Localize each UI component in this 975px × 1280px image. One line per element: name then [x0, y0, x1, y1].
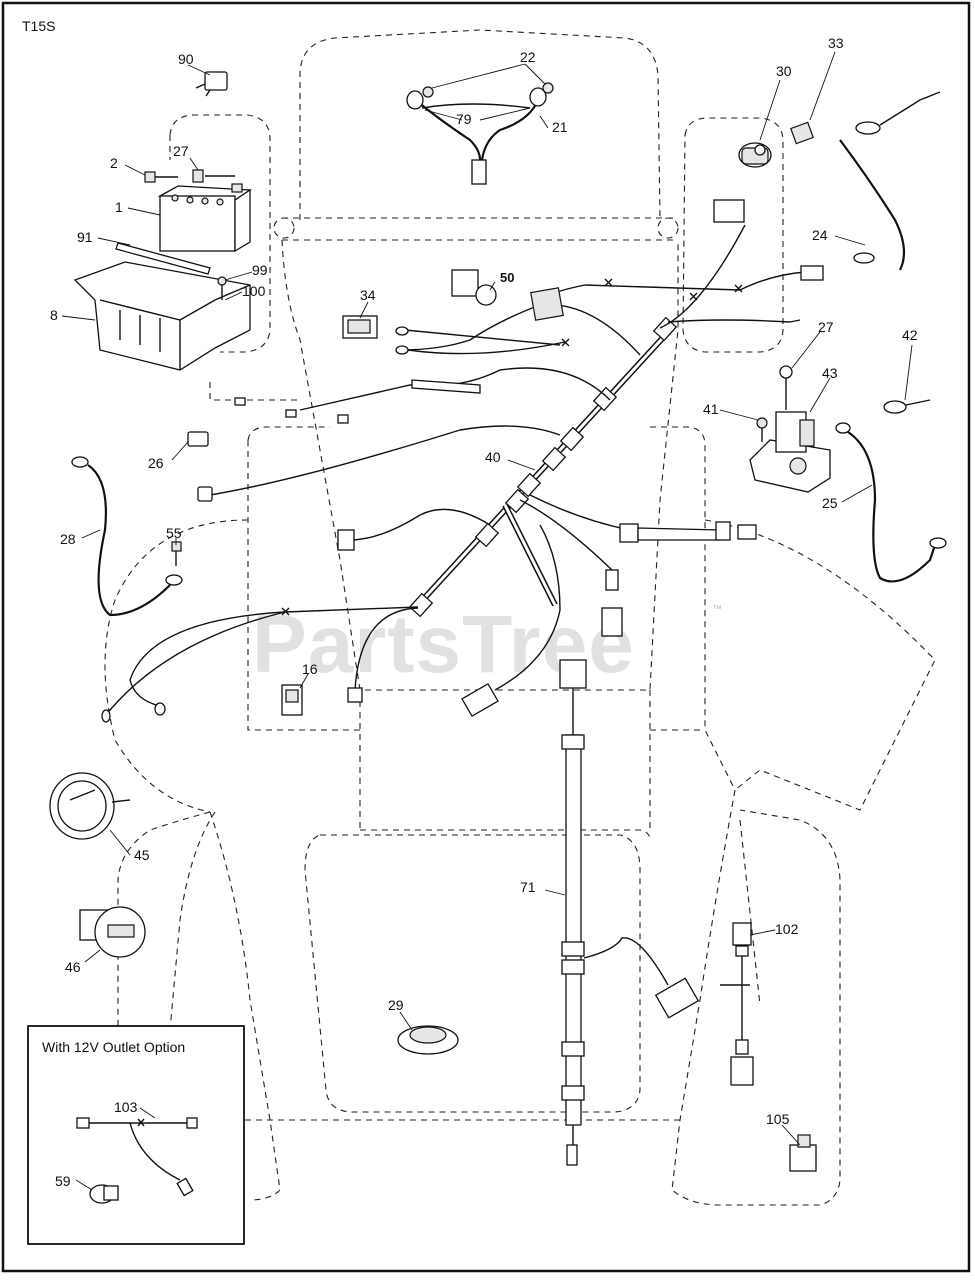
tractor-outline — [104, 29, 936, 1206]
callout-34: 34 — [360, 287, 376, 303]
callout-25: 25 — [822, 495, 838, 511]
callout-2: 2 — [110, 155, 118, 171]
part-50-switch — [451, 269, 564, 321]
callout-27-right: 27 — [818, 319, 834, 335]
part-71-harness — [559, 659, 700, 1166]
inset-12v-outlet: With 12V Outlet Option 103 59 — [27, 1025, 245, 1245]
leader-lines — [61, 51, 913, 1146]
callout-50: 50 — [500, 270, 514, 285]
callout-30: 30 — [776, 63, 792, 79]
main-harness — [104, 224, 806, 716]
part-headlight-harness — [406, 82, 554, 185]
callout-55: 55 — [166, 525, 182, 541]
inset-outlet-body — [103, 1185, 119, 1201]
callout-45: 45 — [134, 847, 150, 863]
part-45-hour-meter — [49, 772, 131, 840]
wire-cut-marks — [234, 199, 824, 616]
inset-branch-connector — [176, 1177, 194, 1197]
callout-79: 79 — [456, 111, 472, 127]
callout-91: 91 — [77, 229, 93, 245]
part-34-switch — [342, 315, 566, 355]
callout-43: 43 — [822, 365, 838, 381]
callout-41: 41 — [703, 401, 719, 417]
callout-1: 1 — [115, 199, 123, 215]
part-25-cable — [835, 422, 947, 583]
part-30-ignition-switch — [738, 142, 772, 168]
part-2-bolt — [144, 171, 178, 183]
callout-26: 26 — [148, 455, 164, 471]
inset-branch-wire — [129, 1122, 181, 1181]
callout-8: 8 — [50, 307, 58, 323]
inset-callout-103: 103 — [114, 1099, 138, 1115]
part-43-solenoid — [749, 411, 831, 493]
harness-connectors — [101, 521, 757, 723]
callout-90: 90 — [178, 51, 194, 67]
part-28-cable — [71, 456, 183, 617]
part-27-nut-top — [192, 169, 235, 183]
inset-leader-103 — [139, 1107, 156, 1119]
part-46-meter — [79, 906, 146, 958]
callout-40: 40 — [485, 449, 501, 465]
inset-connector-left — [76, 1117, 90, 1129]
callout-71: 71 — [520, 879, 536, 895]
callout-27-top: 27 — [173, 143, 189, 159]
watermark: PartsTree ™ — [252, 599, 722, 690]
part-99-screw — [217, 276, 227, 300]
callout-46: 46 — [65, 959, 81, 975]
watermark-trademark: ™ — [712, 604, 722, 615]
callout-29: 29 — [388, 997, 404, 1013]
diagram-code: T15S — [22, 18, 55, 34]
part-42-terminal — [883, 399, 931, 414]
callout-28: 28 — [60, 531, 76, 547]
callout-16: 16 — [302, 661, 318, 677]
inset-connector-right — [186, 1117, 198, 1129]
callout-24: 24 — [812, 227, 828, 243]
part-90-connector — [195, 71, 228, 97]
part-102-harness — [720, 922, 754, 1086]
part-24-cable — [839, 91, 941, 271]
part-8-battery-tray — [73, 261, 251, 371]
part-26-connector — [187, 431, 213, 502]
callout-105: 105 — [766, 1111, 790, 1127]
inset-frame — [27, 1025, 245, 1245]
part-91-strap — [115, 242, 211, 275]
callout-21: 21 — [552, 119, 568, 135]
callout-22: 22 — [520, 49, 536, 65]
callout-33: 33 — [828, 35, 844, 51]
part-55-screw — [171, 541, 182, 566]
part-29-grommet — [397, 1025, 459, 1055]
part-41-screw — [756, 417, 768, 442]
callout-99: 99 — [252, 262, 268, 278]
callout-100: 100 — [242, 283, 266, 299]
part-1-battery — [157, 183, 252, 253]
part-27-terminal — [779, 365, 793, 410]
callout-42: 42 — [902, 327, 918, 343]
part-16-connector — [281, 684, 303, 716]
callout-labels: 90 22 79 21 30 33 2 27 1 91 99 100 8 24 … — [50, 35, 918, 1127]
inset-cut-mark — [137, 1118, 145, 1127]
inset-callout-59: 59 — [55, 1173, 71, 1189]
callout-102: 102 — [775, 921, 799, 937]
inset-title: With 12V Outlet Option — [42, 1039, 185, 1055]
inset-leader-59 — [75, 1179, 93, 1191]
part-105-solenoid — [789, 1134, 817, 1172]
part-33-plate — [790, 121, 814, 145]
